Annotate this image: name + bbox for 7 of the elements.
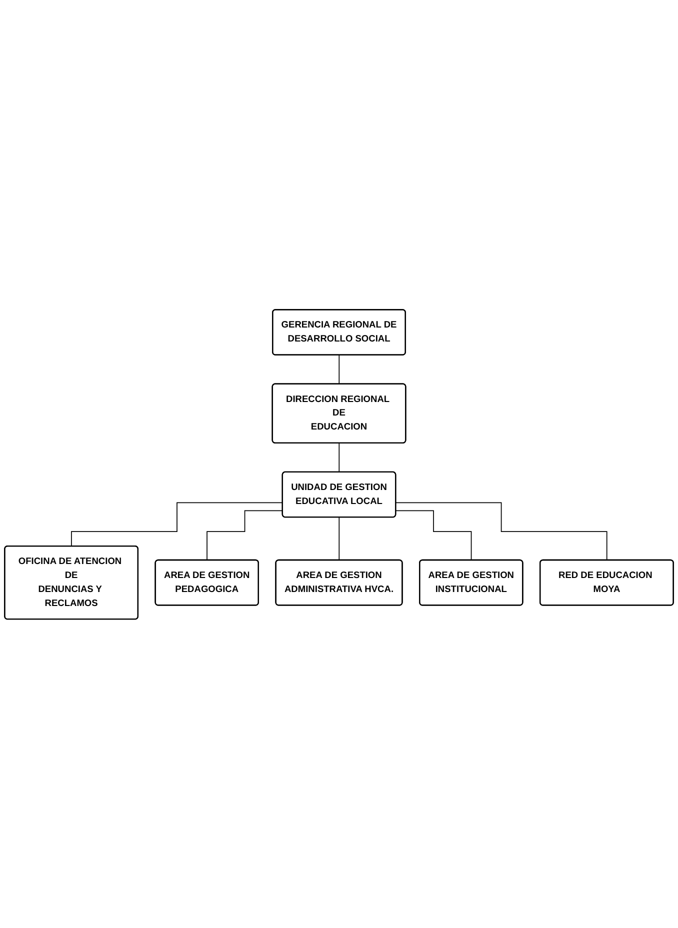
connector xyxy=(395,510,472,560)
connector xyxy=(206,510,284,560)
connector xyxy=(338,442,340,472)
connector xyxy=(71,502,284,546)
connector xyxy=(395,502,608,560)
connector xyxy=(338,354,340,384)
connector xyxy=(338,516,340,560)
